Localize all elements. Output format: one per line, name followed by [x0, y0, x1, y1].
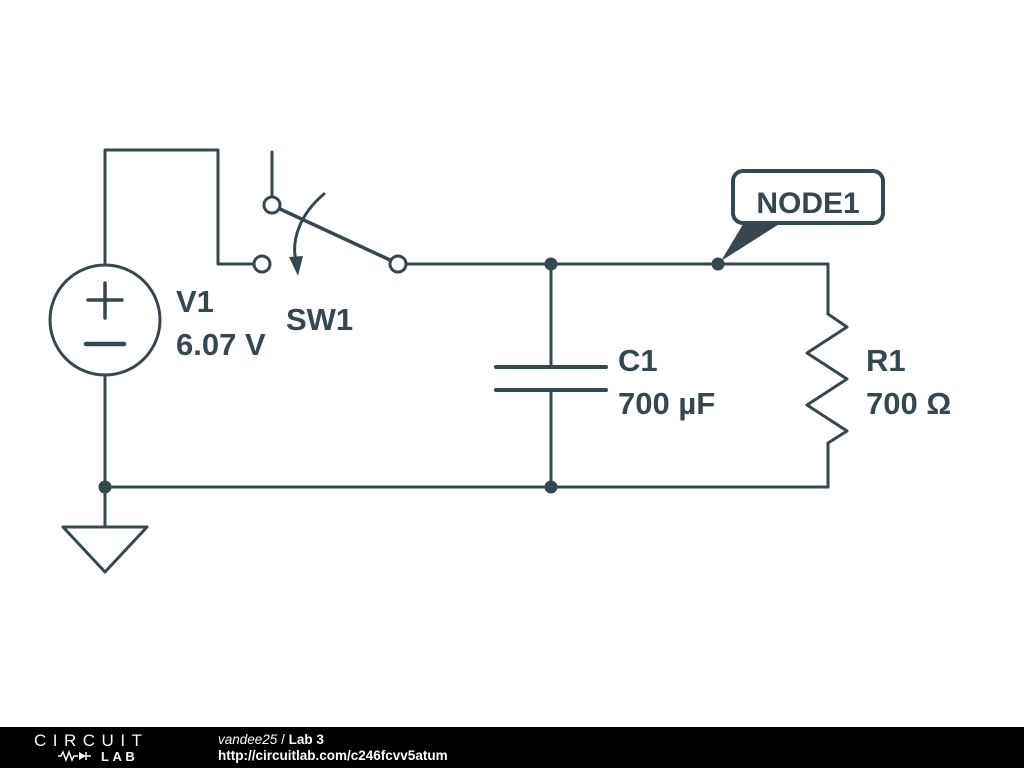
callout-pointer	[721, 221, 784, 261]
logo-text-circuit: CIRCUIT	[34, 731, 149, 751]
voltage-source-body	[48, 263, 162, 377]
junction-dot	[544, 480, 558, 494]
capacitor-c1	[494, 365, 608, 392]
resistor-r1	[805, 312, 849, 445]
schematic-title: Lab 3	[288, 731, 324, 747]
r1-value: 700 Ω	[866, 386, 951, 421]
author-title-separator: /	[277, 731, 289, 747]
switch-terminal-left	[252, 254, 272, 274]
node1-label: NODE1	[756, 187, 859, 220]
footer: CIRCUIT LAB vandee25 / Lab 3 http://circ…	[0, 727, 1024, 768]
component-labels: V1 6.07 V SW1 C1 700 µF R1 700 Ω	[176, 284, 951, 421]
c1-label: C1	[618, 343, 658, 378]
switch-arrow-head	[289, 256, 303, 276]
r1-label: R1	[866, 343, 906, 378]
author-name: vandee25	[218, 731, 278, 747]
node1-callout: NODE1	[721, 169, 885, 261]
junction-dot	[544, 257, 558, 271]
callout-box	[731, 169, 885, 225]
logo-bottom-row: LAB	[58, 750, 184, 763]
c1-value: 700 µF	[618, 386, 715, 421]
ground-symbol	[61, 525, 149, 574]
voltage-source-v1	[48, 263, 162, 377]
switch-terminal-right	[388, 254, 408, 274]
resistor-diode-icon	[58, 750, 91, 763]
author-title-line: vandee25 / Lab 3	[218, 732, 448, 748]
circuitlab-logo: CIRCUIT LAB	[34, 732, 184, 763]
switch-action-arrow	[293, 192, 326, 263]
plus-sign	[86, 281, 124, 320]
v1-value: 6.07 V	[176, 327, 266, 362]
logo-text-lab: LAB	[101, 748, 139, 764]
switch-blade	[278, 207, 392, 262]
switch-sw1	[252, 192, 408, 276]
resistor-zigzag	[805, 312, 849, 445]
schematic-url: http://circuitlab.com/c246fcvv5atum	[218, 747, 448, 763]
footer-meta: vandee25 / Lab 3 http://circuitlab.com/c…	[218, 732, 448, 764]
circuit-schematic: NODE1 V1 6.07 V SW1 C1 700 µF R1 700 Ω	[48, 148, 951, 574]
wires	[103, 148, 830, 529]
wire-v1-to-switch	[103, 148, 256, 267]
junction-dot	[98, 480, 112, 494]
switch-terminal-top	[262, 195, 282, 215]
sw1-label: SW1	[286, 302, 353, 337]
v1-label: V1	[176, 284, 214, 319]
